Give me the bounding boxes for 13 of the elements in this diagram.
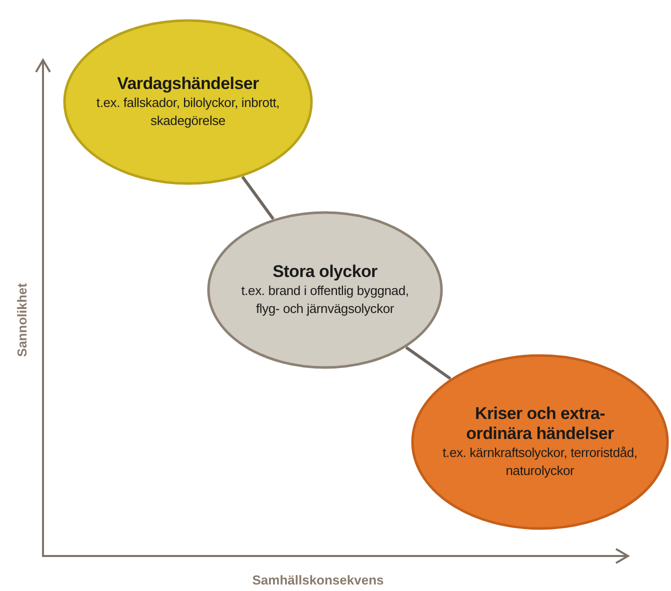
- event-heading: Kriser och extra-ordinära händelser: [465, 404, 615, 444]
- event-ellipse: [207, 211, 443, 369]
- x-axis-label: Samhällskonsekvens: [252, 572, 384, 588]
- event-examples: t.ex. fallskador, bilolyckor, inbrott, skadegörelse: [95, 94, 281, 130]
- event-examples: t.ex. kärnkraftsolyckor, terroristdåd, naturolyckor: [442, 444, 638, 480]
- connector-line: [405, 346, 452, 380]
- event-ellipse: [411, 354, 669, 530]
- event-ellipse: [63, 19, 313, 185]
- y-axis-label: Sannolikhet: [14, 283, 30, 357]
- event-examples: t.ex. brand i offentlig byggnad, flyg- och järnvägsolyckor: [240, 282, 410, 318]
- event-heading: Stora olyckor: [272, 262, 378, 282]
- event-heading: Vardagshändelser: [117, 74, 259, 94]
- connector-line: [241, 176, 274, 220]
